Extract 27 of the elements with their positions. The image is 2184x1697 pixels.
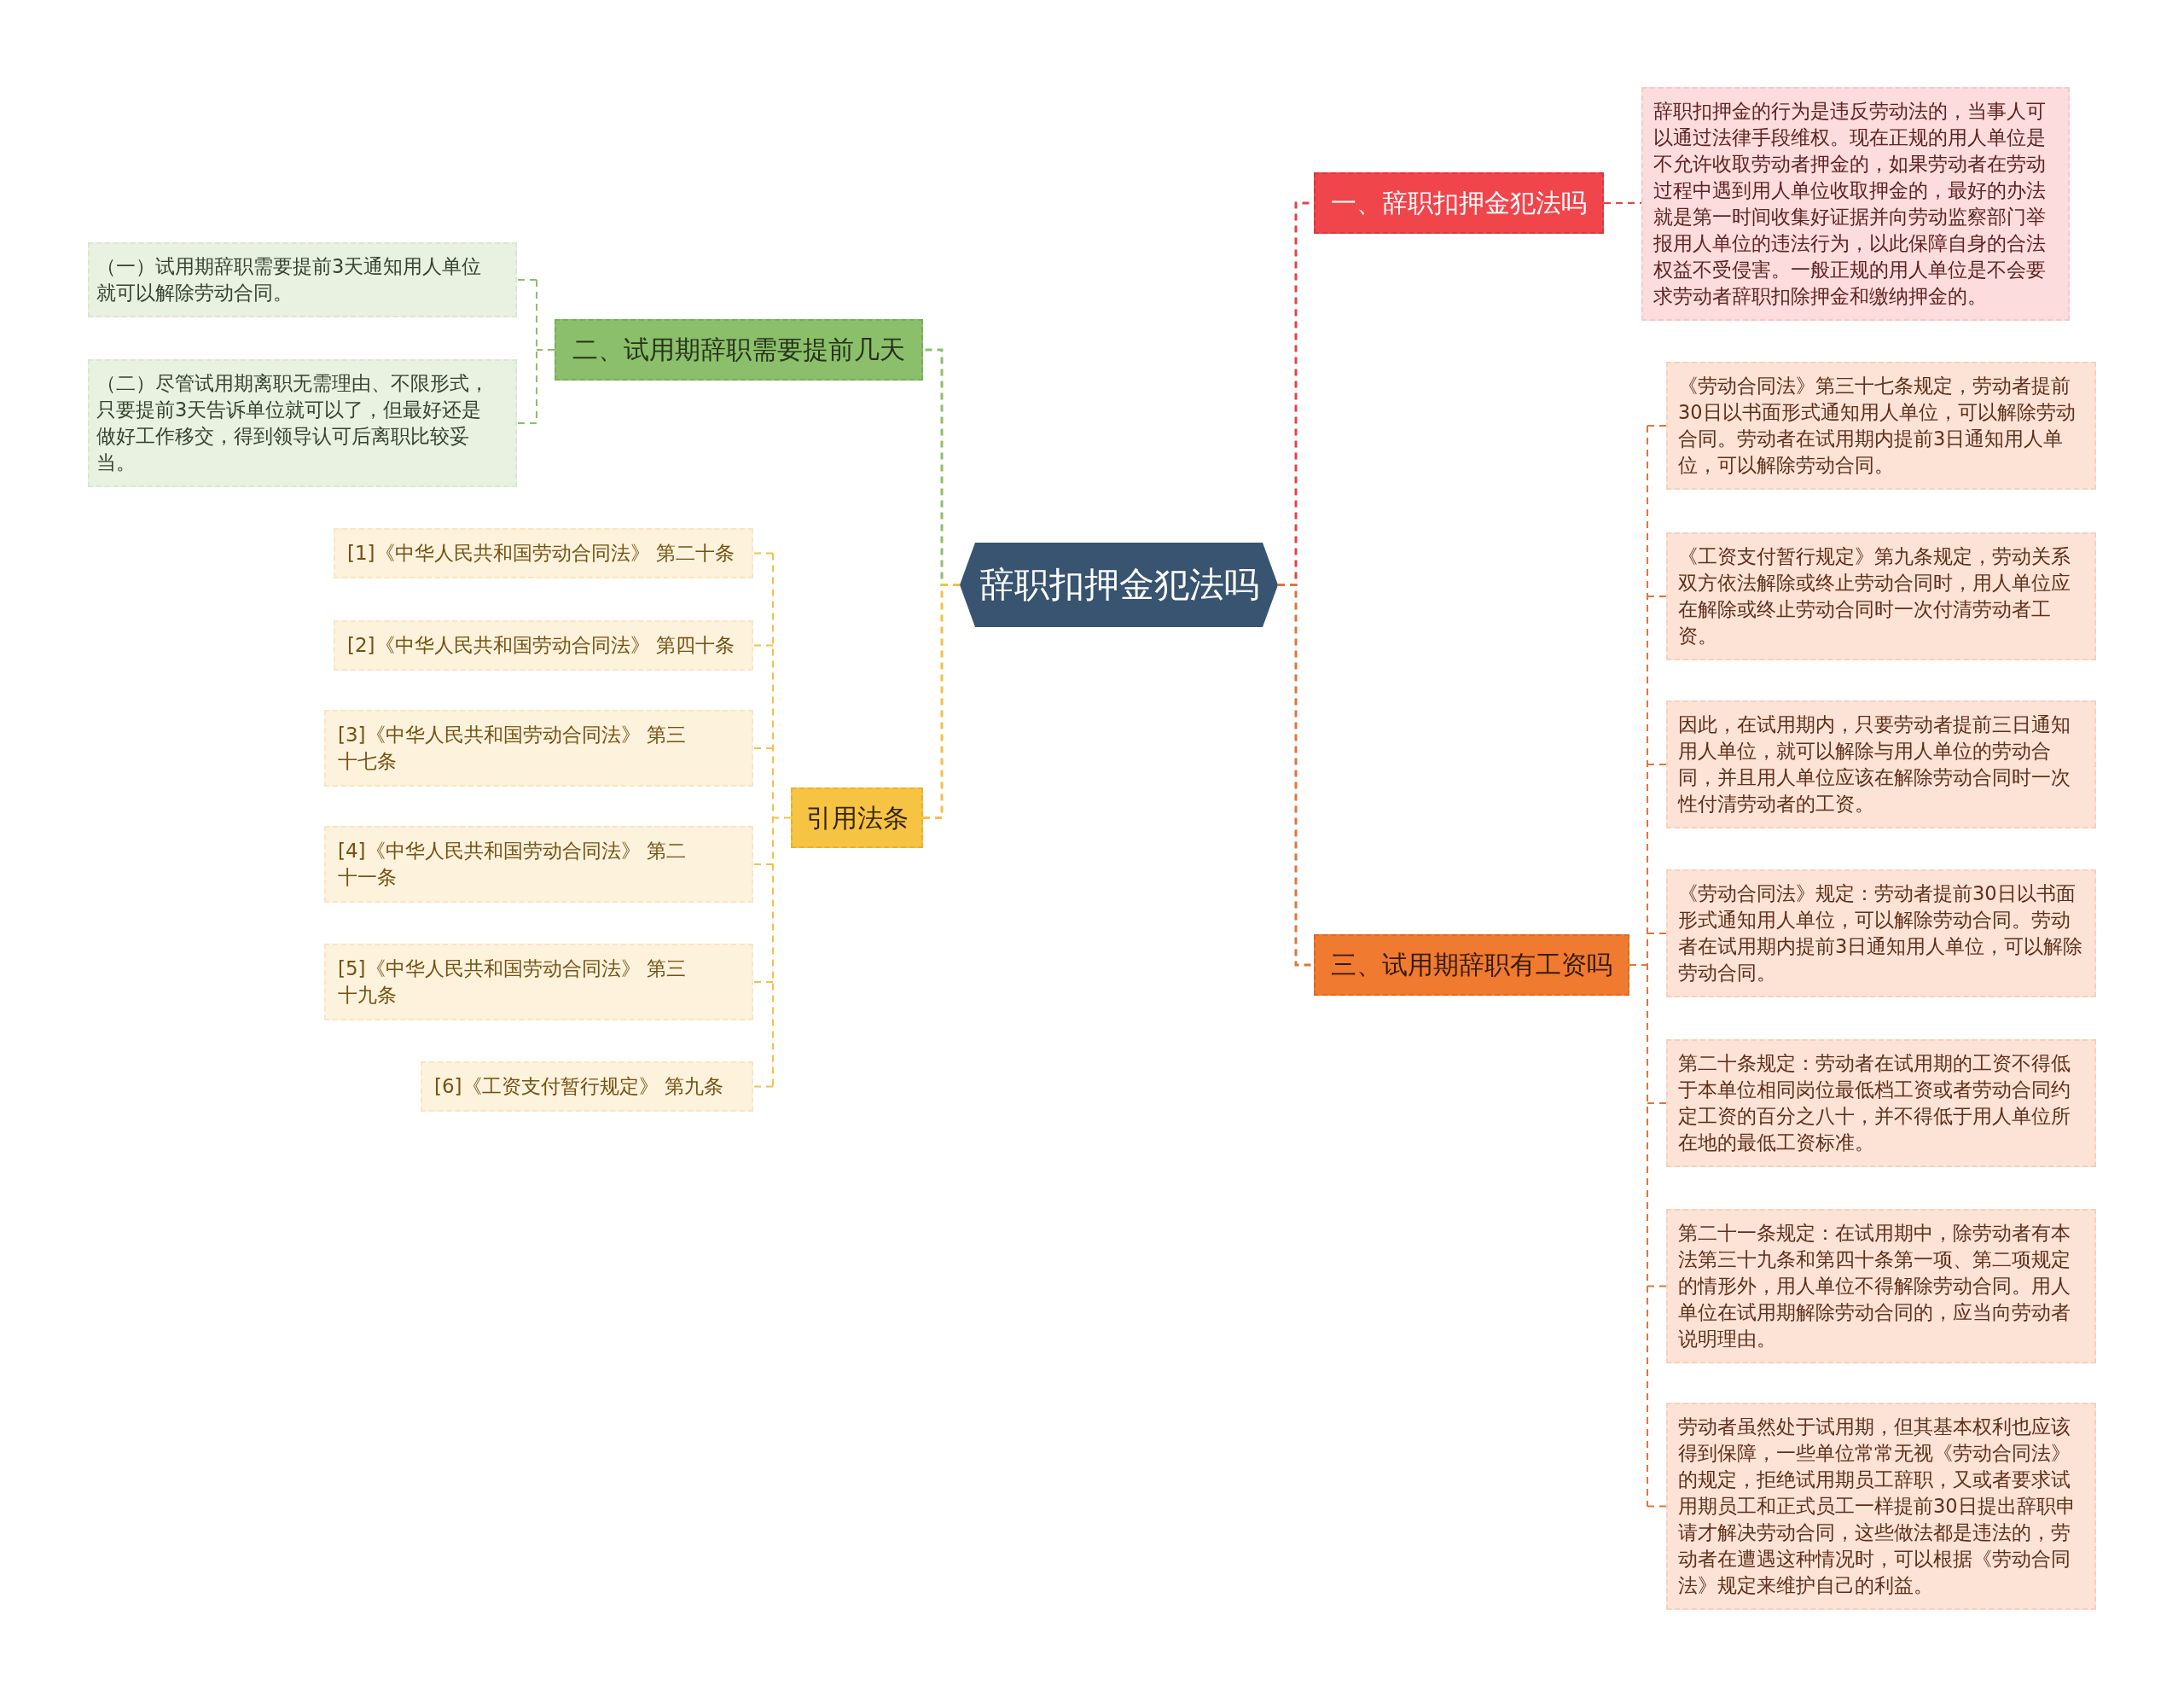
citation-box: [5]《中华人民共和国劳动合同法》 第三十九条 (324, 944, 753, 1020)
note-box: 劳动者虽然处于试用期，但其基本权利也应该得到保障，一些单位常常无视《劳动合同法》的规定，拒绝试用期员工辞职，又或者要求试用期员工和正式员工一样提前30日提出辞职申请才解决劳动合同，这些做法都是违法的，劳动者在遭遇这种情况时，可以根据《劳动合同法》规定来维护自己的利益。 (1666, 1403, 2096, 1610)
topic-box: 引用法条 (791, 787, 923, 848)
note-box: 第二十一条规定：在试用期中，除劳动者有本法第三十九条和第四十条第一项、第二项规定的情形外，用人单位不得解除劳动合同。用人单位在试用期解除劳动合同的，应当向劳动者说明理由。 (1666, 1209, 2096, 1363)
connector-line (1629, 424, 1667, 1508)
note-box: 第二十条规定：劳动者在试用期的工资不得低于本单位相同岗位最低档工资或者劳动合同约定工资的百分之八十，并不得低于用人单位所在地的最低工资标准。 (1666, 1039, 2096, 1167)
note-box: 《工资支付暂行规定》第九条规定，劳动关系双方依法解除或终止劳动合同时，用人单位应在解除或终止劳动合同时一次付清劳动者工资。 (1666, 532, 2096, 660)
citation-box: [6]《工资支付暂行规定》 第九条 (421, 1061, 753, 1112)
citation-box: [4]《中华人民共和国劳动合同法》 第二十一条 (324, 826, 753, 903)
citation-box: [1]《中华人民共和国劳动合同法》 第二十条 (334, 528, 753, 578)
citation-box: [2]《中华人民共和国劳动合同法》 第四十条 (334, 620, 753, 671)
note-box: 《劳动合同法》规定：劳动者提前30日以书面形式通知用人单位，可以解除劳动合同。劳动者在试用期内提前3日通知用人单位，可以解除劳动合同。 (1666, 869, 2096, 997)
connector-line (1278, 584, 1314, 967)
connector-line (516, 279, 555, 424)
connector-line (752, 552, 792, 1088)
note-box: （二）尽管试用期离职无需理由、不限形式，只要提前3天告诉单位就可以了，但最好还是做好工作移交，得到领导认可后离职比较妥当。 (88, 359, 517, 487)
topic-box: 二、试用期辞职需要提前几天 (555, 319, 923, 381)
citation-box: [3]《中华人民共和国劳动合同法》 第三十七条 (324, 710, 753, 787)
note-box: 《劳动合同法》第三十七条规定，劳动者提前30日以书面形式通知用人单位，可以解除劳动合同。劳动者在试用期内提前3日通知用人单位，可以解除劳动合同。 (1666, 362, 2096, 490)
connector-line (1603, 202, 1642, 204)
topic-box: 三、试用期辞职有工资吗 (1314, 934, 1629, 996)
connector-line (923, 584, 960, 819)
topic-hexagon: 辞职扣押金犯法吗 (960, 543, 1278, 627)
note-box: （一）试用期辞职需要提前3天通知用人单位就可以解除劳动合同。 (88, 242, 517, 317)
topic-box: 一、辞职扣押金犯法吗 (1314, 172, 1604, 234)
note-box: 因此，在试用期内，只要劳动者提前三日通知用人单位，就可以解除与用人单位的劳动合同，并且用人单位应该在解除劳动合同时一次性付清劳动者的工资。 (1666, 700, 2096, 828)
note-box: 辞职扣押金的行为是违反劳动法的，当事人可以通过法律手段维权。现在正规的用人单位是不允许收取劳动者押金的，如果劳动者在劳动过程中遇到用人单位收取押金的，最好的办法就是第一时间收集好证据并向劳动监察部门举报用人单位的违法行为，以此保障自身的合法权益不受侵害。一般正规的用人单位是不会要求劳动者辞职扣除押金和缴纳押金的。 (1641, 87, 2070, 321)
